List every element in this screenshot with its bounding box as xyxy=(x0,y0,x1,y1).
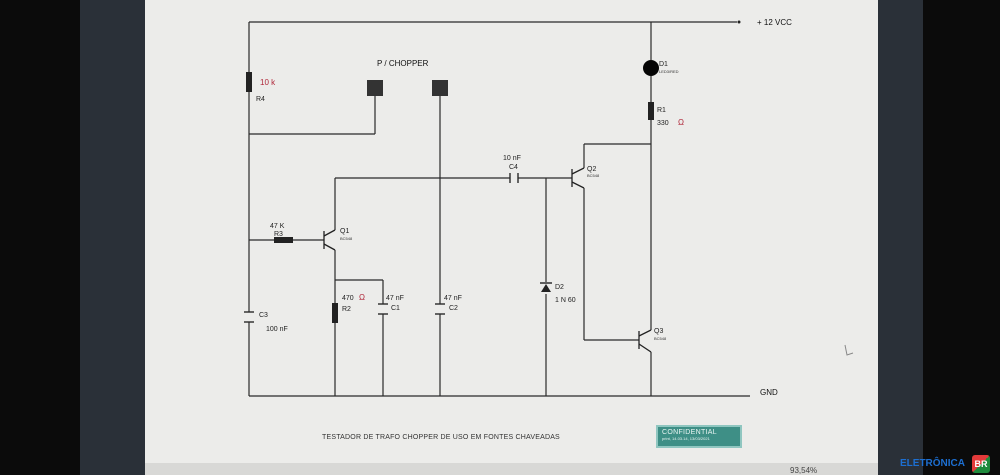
c4-value: 10 nF xyxy=(503,155,521,162)
vcc-terminal-dot xyxy=(737,20,741,24)
watermark-badge: BR xyxy=(972,455,990,473)
diagram-caption: TESTADOR DE TRAFO CHOPPER DE USO EM FONT… xyxy=(322,434,560,441)
q2-part: BC548 xyxy=(587,173,600,178)
c1-ref: C1 xyxy=(391,305,400,312)
diode-d2-triangle xyxy=(541,284,551,292)
right-viewer-margin xyxy=(878,0,923,475)
transistor-q1 xyxy=(323,229,336,251)
watermark-text: ELETRÔNICA xyxy=(900,458,965,469)
transistor-q2 xyxy=(571,167,585,189)
r2-value: 470 xyxy=(342,295,354,302)
resistor-r1 xyxy=(648,102,654,120)
r2-unit: Ω xyxy=(359,293,365,302)
r4-ref: R4 xyxy=(256,96,265,103)
d2-ref: D2 xyxy=(555,284,564,291)
right-dark-border xyxy=(923,0,1000,475)
r1-ref: R1 xyxy=(657,107,666,114)
c3-value: 100 nF xyxy=(266,326,288,333)
resistor-r3 xyxy=(274,237,293,243)
transistor-q3 xyxy=(638,329,652,353)
c3-ref: C3 xyxy=(259,312,268,319)
q1-ref: Q1 xyxy=(340,228,349,235)
r1-unit: Ω xyxy=(678,118,684,127)
c1-value: 47 nF xyxy=(386,295,404,302)
q2-ref: Q2 xyxy=(587,166,596,173)
stamp-title: CONFIDENTIAL xyxy=(662,429,717,436)
q3-ref: Q3 xyxy=(654,328,663,335)
stamp-line: print, 14.03.14, 13/03/2021 xyxy=(662,436,710,441)
resistor-r2 xyxy=(332,303,338,323)
p-chopper-label: P / CHOPPER xyxy=(377,59,429,68)
gnd-label: GND xyxy=(760,388,778,397)
confidential-stamp: CONFIDENTIAL print, 14.03.14, 13/03/2021 xyxy=(656,425,742,448)
r3-ref: R3 xyxy=(274,231,283,238)
chopper-terminal-left xyxy=(367,80,383,96)
c4-ref: C4 xyxy=(509,164,518,171)
left-viewer-margin xyxy=(80,0,145,475)
led-d1 xyxy=(643,60,659,76)
d1-ref: D1 xyxy=(659,61,668,68)
chopper-terminal-right xyxy=(432,80,448,96)
r4-value: 10 k xyxy=(260,78,276,87)
channel-watermark: ELETRÔNICA BR xyxy=(900,455,995,473)
c2-ref: C2 xyxy=(449,305,458,312)
q3-part: BC548 xyxy=(654,336,667,341)
d2-value: 1 N 60 xyxy=(555,297,576,304)
zoom-level[interactable]: 93,54% xyxy=(790,466,818,475)
mouse-cursor-mark xyxy=(844,344,854,356)
left-dark-border xyxy=(0,0,80,475)
r3-value: 47 K xyxy=(270,223,285,230)
viewer-toolbar[interactable] xyxy=(145,463,878,475)
c2-value: 47 nF xyxy=(444,295,462,302)
r2-ref: R2 xyxy=(342,306,351,313)
r1-value: 330 xyxy=(657,120,669,127)
vcc-label: + 12 VCC xyxy=(757,18,792,27)
d1-part: LED3/RED xyxy=(659,69,679,74)
resistor-r4 xyxy=(246,72,252,92)
q1-part: BC548 xyxy=(340,236,353,241)
